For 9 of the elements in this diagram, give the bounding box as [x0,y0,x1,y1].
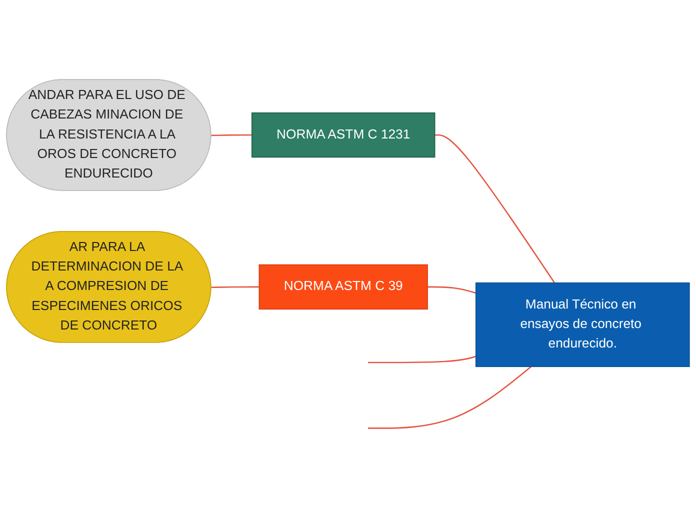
connector [211,134,252,136]
node-box: Manual Técnico en ensayos de concreto endurecido. [475,282,690,367]
connector [428,286,476,294]
connector [368,356,476,364]
connector [434,134,556,284]
node-box: NORMA ASTM C 1231 [251,112,436,158]
node-box: NORMA ASTM C 39 [258,264,428,310]
connector [211,286,260,288]
connector [368,366,532,429]
